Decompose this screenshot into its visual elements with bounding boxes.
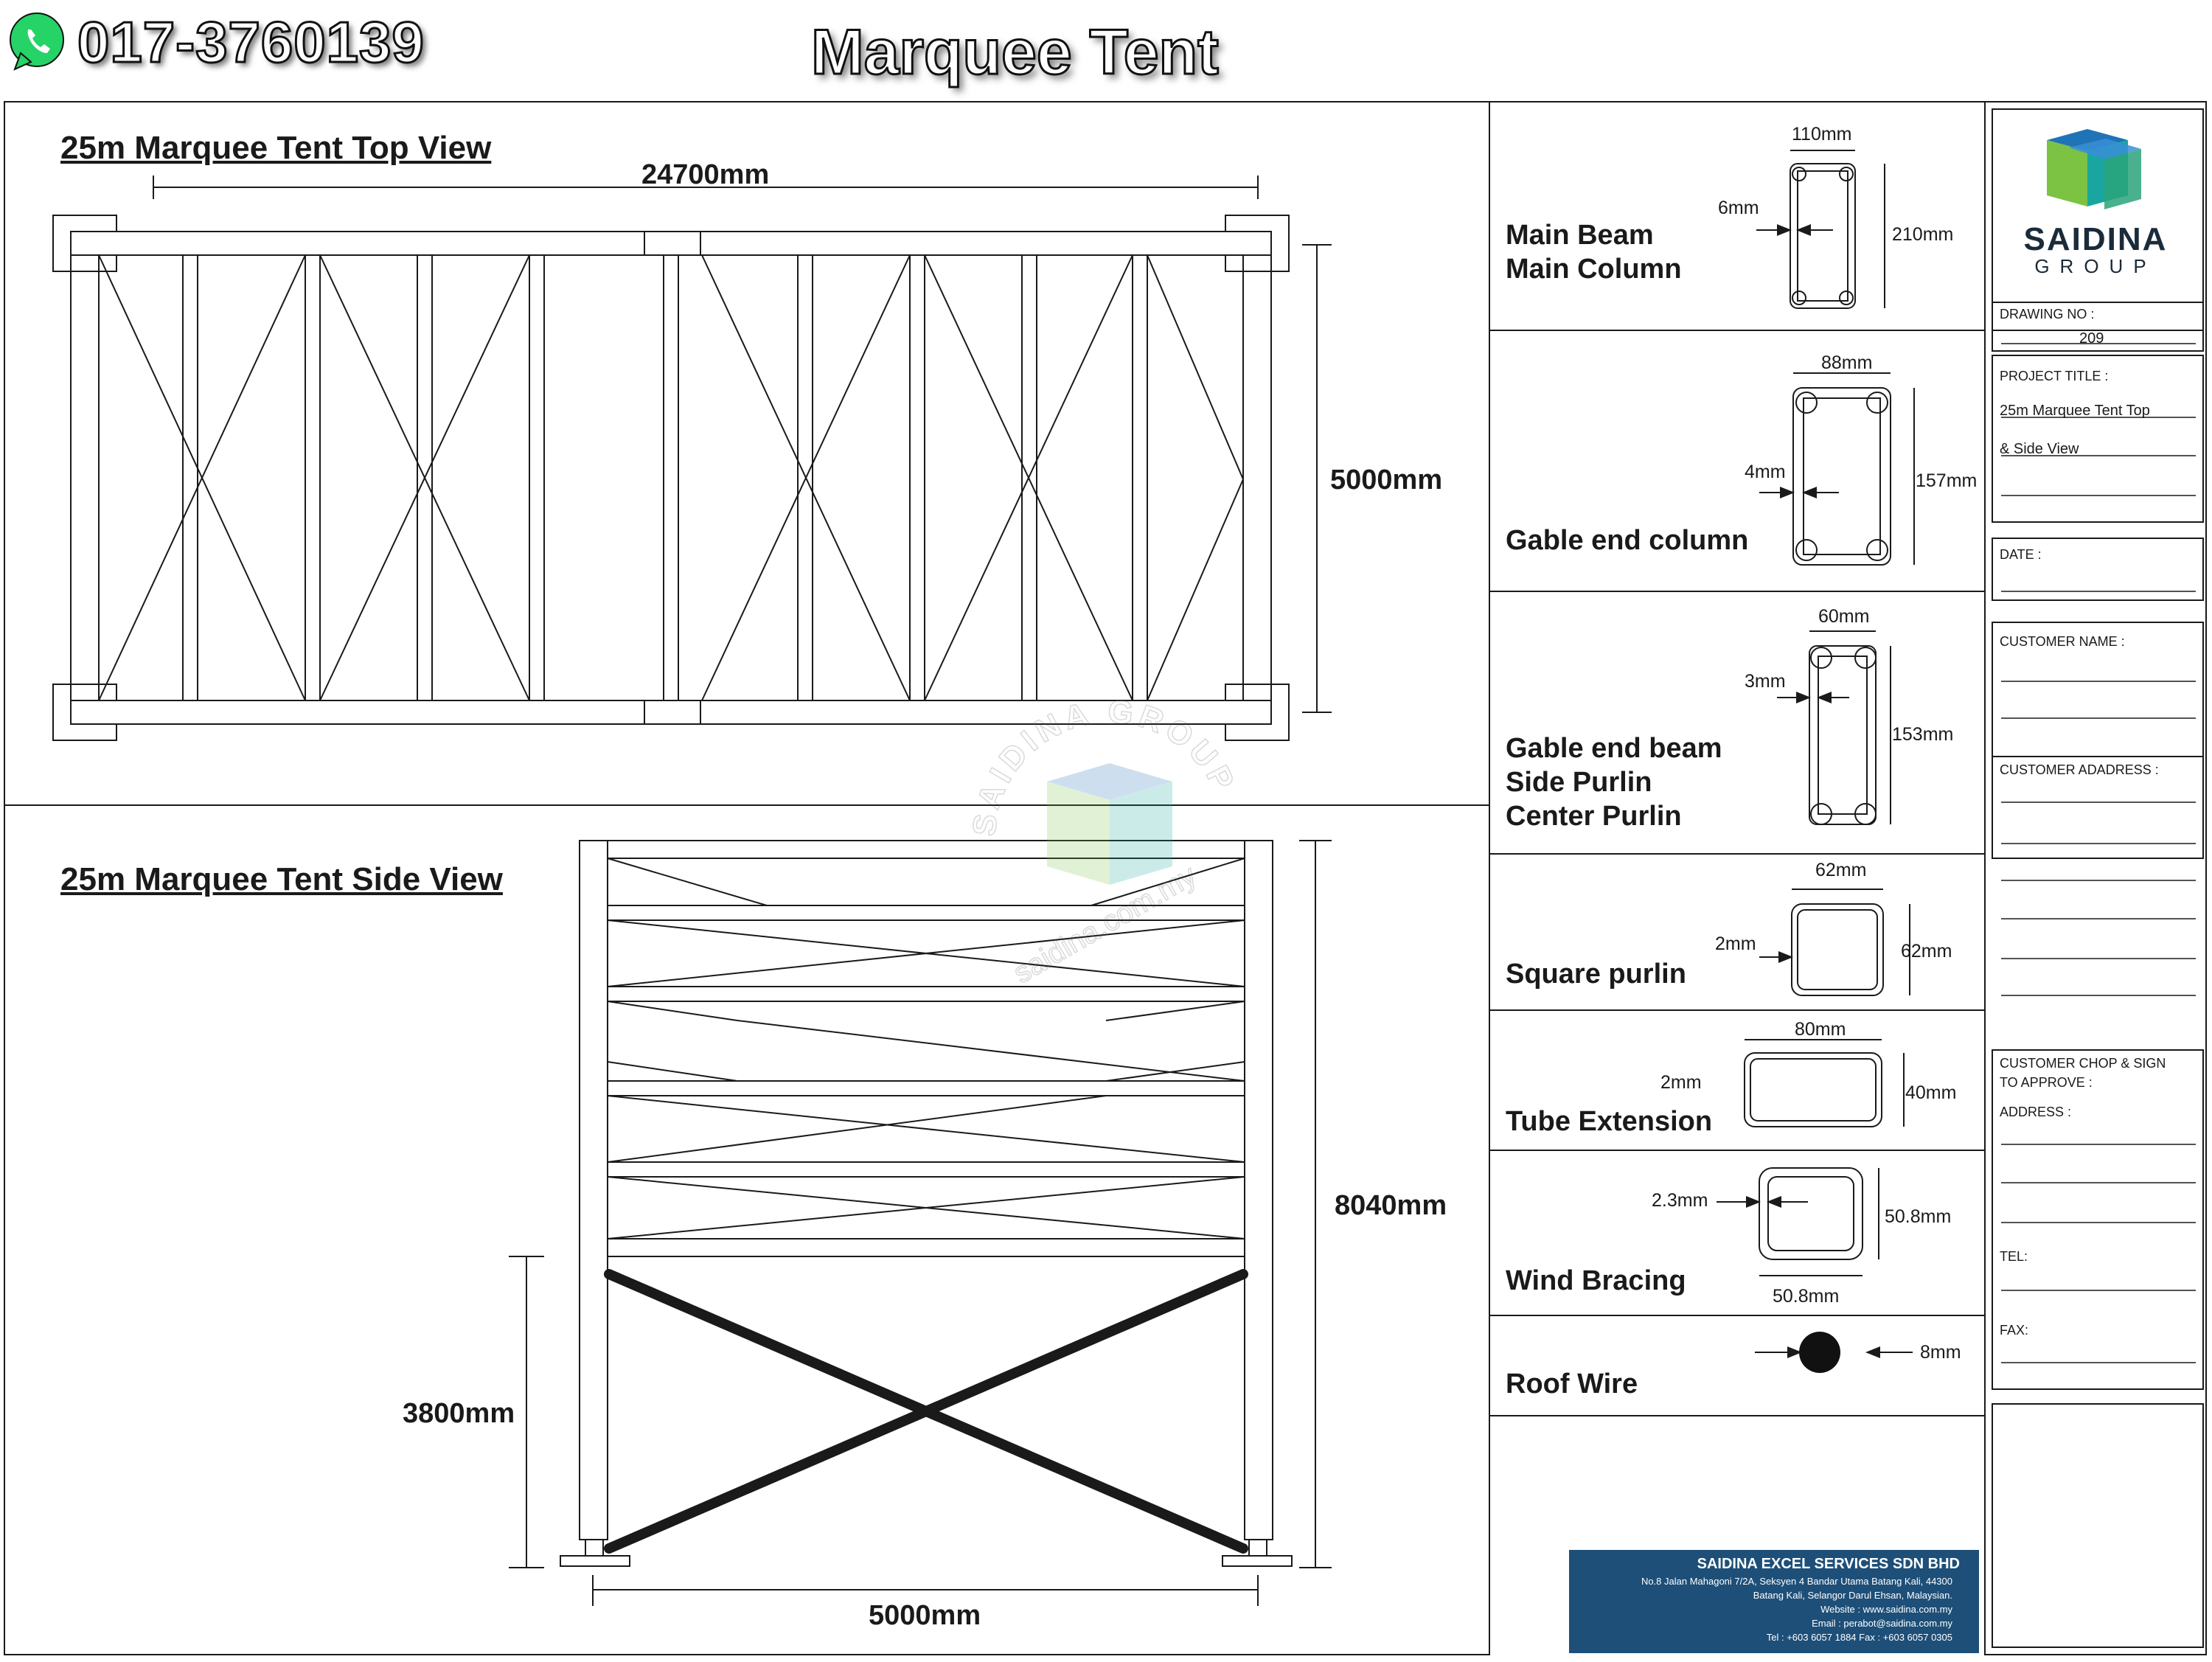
- dim-label: 2.3mm: [1652, 1190, 1708, 1211]
- dim-label: 40mm: [1905, 1082, 1957, 1103]
- company-tel-fax: Tel : +603 6057 1884 Fax : +603 6057 030…: [1766, 1632, 1952, 1643]
- dim-label: 62mm: [1901, 941, 1952, 962]
- sheet-frame: [4, 101, 2207, 1655]
- dim-label: 2mm: [1715, 933, 1756, 954]
- dim-label: 8mm: [1920, 1342, 1961, 1363]
- roof-wire-section: [1799, 1332, 1840, 1373]
- top-view-drawing: [52, 175, 1332, 741]
- side-view-column-dim: 3800mm: [403, 1398, 515, 1429]
- company-address-2: Batang Kali, Selangor Darul Ehsan, Malay…: [1753, 1590, 1952, 1601]
- top-view-title: 25m Marquee Tent Top View: [60, 130, 492, 166]
- dim-label: 157mm: [1916, 470, 1978, 491]
- page-title: Marquee Tent: [810, 16, 1220, 89]
- saidina-logo: [2017, 125, 2172, 229]
- side-view-title: 25m Marquee Tent Side View: [60, 861, 503, 897]
- phone-number[interactable]: 017-3760139: [77, 9, 425, 76]
- project-title-line2: & Side View: [2000, 441, 2079, 457]
- profile-label-wind-bracing: Wind Bracing: [1506, 1265, 1686, 1296]
- wind-bracing-x: [604, 1269, 1248, 1554]
- profile-label-tube-extension: Tube Extension: [1506, 1106, 1713, 1137]
- chop-label-2: TO APPROVE :: [2000, 1075, 2093, 1090]
- dim-label: 2mm: [1660, 1072, 1702, 1093]
- dim-label: 62mm: [1815, 860, 1867, 880]
- dim-label: 6mm: [1718, 198, 1759, 218]
- drawing-no: 209: [2079, 330, 2104, 347]
- company-email[interactable]: Email : perabot@saidina.com.my: [1812, 1618, 1952, 1629]
- profile-label-gable-end-column: Gable end column: [1506, 525, 1749, 556]
- address-label: ADDRESS :: [2000, 1105, 2072, 1119]
- chop-label-1: CUSTOMER CHOP & SIGN: [2000, 1056, 2166, 1071]
- customer-name-label: CUSTOMER NAME :: [2000, 634, 2125, 649]
- top-view-width-dim: 5000mm: [1330, 465, 1443, 496]
- side-view-height-dim: 8040mm: [1335, 1190, 1447, 1221]
- profile-sections: [1717, 150, 1915, 1358]
- dim-label: 210mm: [1892, 224, 1954, 245]
- side-view-drawing: [509, 840, 1332, 1606]
- title-block-frame: [1992, 108, 2204, 1648]
- drawing-no-label: DRAWING NO :: [2000, 307, 2095, 321]
- dim-label: 80mm: [1795, 1019, 1846, 1040]
- tel-label: TEL:: [2000, 1249, 2028, 1264]
- date-label: DATE :: [2000, 547, 2042, 562]
- dim-label: 50.8mm: [1885, 1206, 1952, 1227]
- fax-label: FAX:: [2000, 1323, 2029, 1338]
- dim-label: 60mm: [1818, 606, 1870, 627]
- company-name: SAIDINA EXCEL SERVICES SDN BHD: [1697, 1556, 1960, 1572]
- whatsapp-icon: [6, 10, 68, 72]
- dim-label: 110mm: [1792, 124, 1852, 145]
- logo-name: SAIDINA: [2023, 221, 2168, 257]
- logo-sub: GROUP: [2034, 255, 2157, 277]
- side-view-width-dim: 5000mm: [869, 1600, 981, 1631]
- dim-label: 153mm: [1892, 724, 1954, 745]
- company-footer: SAIDINA EXCEL SERVICES SDN BHD No.8 Jala…: [1569, 1550, 1979, 1653]
- watermark: SAIDINA GROUP saidina.com.my: [951, 678, 1268, 995]
- company-website[interactable]: Website : www.saidina.com.my: [1820, 1604, 1952, 1615]
- company-address-1: No.8 Jalan Mahagoni 7/2A, Seksyen 4 Band…: [1641, 1576, 1952, 1587]
- top-view-length-dim: 24700mm: [641, 159, 770, 190]
- profile-label-roof-wire: Roof Wire: [1506, 1369, 1638, 1400]
- project-title-label: PROJECT TITLE :: [2000, 369, 2109, 383]
- profile-label-square-purlin: Square purlin: [1506, 959, 1686, 990]
- dim-label: 88mm: [1821, 352, 1873, 373]
- customer-address-label: CUSTOMER ADADRESS :: [2000, 762, 2159, 777]
- dim-label: 4mm: [1745, 462, 1786, 482]
- dim-label: 50.8mm: [1773, 1286, 1840, 1307]
- project-title-line1: 25m Marquee Tent Top: [2000, 403, 2150, 419]
- dim-label: 3mm: [1745, 671, 1786, 692]
